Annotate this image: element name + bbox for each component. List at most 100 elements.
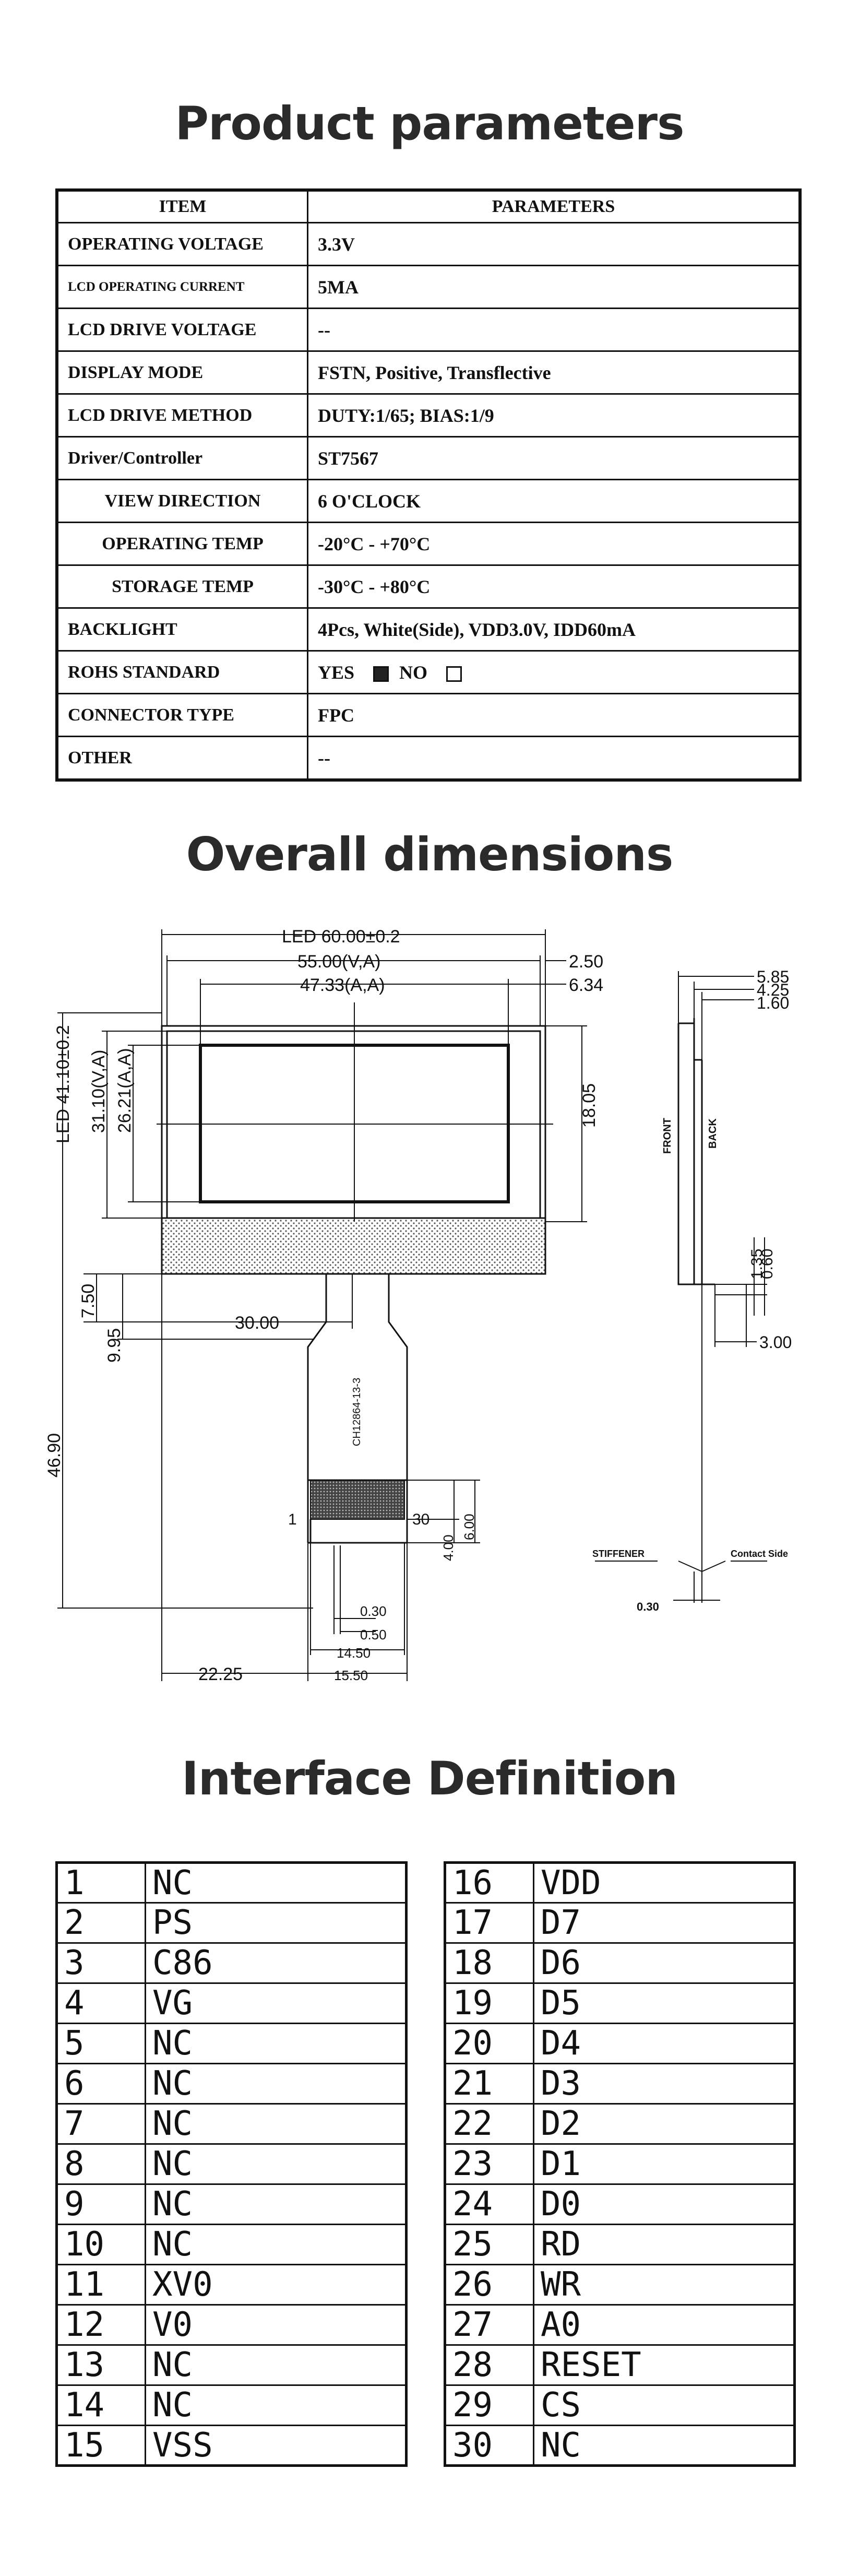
side-dim-0-30: 0.30 (637, 1600, 659, 1613)
pin-signal: D5 (533, 1982, 795, 2024)
parameters-table: ITEM PARAMETERS OPERATING VOLTAGE 3.3V L… (55, 188, 802, 782)
side-dim-1-60: 1.60 (757, 994, 789, 1012)
table-row: OTHER -- (56, 736, 801, 781)
pin-number: 23 (444, 2143, 534, 2185)
pin-signal: NC (145, 2063, 407, 2105)
params-title: Product parameters (175, 97, 685, 150)
pin-number: 30 (444, 2425, 534, 2466)
pin-signal: D3 (533, 2063, 795, 2105)
pin-number: 16 (444, 1862, 534, 1904)
pin-number: 29 (444, 2384, 534, 2426)
dim-6-00: 6.00 (461, 1514, 477, 1540)
pin-signal: WR (533, 2264, 795, 2306)
pin-signal: NC (145, 2023, 407, 2064)
dim-46-90: 46.90 (44, 1433, 64, 1478)
table-row: LCD DRIVE VOLTAGE -- (56, 308, 801, 352)
table-row: LCD DRIVE METHOD DUTY:1/65; BIAS:1/9 (56, 393, 801, 438)
pin-number: 24 (444, 2183, 534, 2225)
pin-signal: VG (145, 1982, 407, 2024)
pin-number: 9 (56, 2183, 146, 2225)
fpc-pin-30: 30 (412, 1511, 430, 1528)
pin-signal: NC (145, 2143, 407, 2185)
pin-signal: PS (145, 1902, 407, 1944)
dimension-drawing: LED 60.00±0.2 55.00(V,A) 47.33(A,A) 2.50… (44, 927, 792, 1684)
pin-number: 20 (444, 2023, 534, 2064)
side-dim-3-00: 3.00 (759, 1333, 792, 1352)
pin-number: 26 (444, 2264, 534, 2306)
pin-number: 17 (444, 1902, 534, 1944)
param-item: BACKLIGHT (56, 607, 308, 652)
pin-number: 22 (444, 2103, 534, 2145)
dim-va-width: 55.00(V,A) (297, 952, 380, 972)
side-dim-5-85: 5.85 (757, 967, 789, 986)
param-item: STORAGE TEMP (56, 564, 308, 609)
pin-number: 7 (56, 2103, 146, 2145)
param-item: OPERATING VOLTAGE (56, 222, 308, 266)
pin-signal: NC (145, 2224, 407, 2265)
pin-number: 27 (444, 2304, 534, 2346)
bezel-hatch (161, 1217, 546, 1275)
param-value: ST7567 (307, 436, 801, 480)
pin-number: 18 (444, 1942, 534, 1984)
table-row: Driver/Controller ST7567 (56, 436, 801, 480)
table-row: OPERATING VOLTAGE 3.3V (56, 222, 801, 266)
pin-signal: VDD (533, 1862, 795, 1904)
param-item: VIEW DIRECTION (56, 479, 308, 523)
pin-signal: D2 (533, 2103, 795, 2145)
header-parameters: PARAMETERS (307, 189, 801, 223)
dimensions-title: Overall dimensions (186, 828, 674, 881)
rohs-yes-label: YES (318, 661, 355, 683)
param-value: -- (307, 308, 801, 352)
dim-30-00: 30.00 (235, 1313, 279, 1333)
dim-0-30: 0.30 (360, 1603, 387, 1619)
pin-number: 10 (56, 2224, 146, 2265)
param-item: OPERATING TEMP (56, 522, 308, 566)
param-item: DISPLAY MODE (56, 350, 308, 395)
fpc-code: CH12864-13-3 (351, 1378, 363, 1446)
pin-signal: D6 (533, 1942, 795, 1984)
pin-number: 3 (56, 1942, 146, 1984)
fpc-pin-1: 1 (288, 1511, 297, 1528)
table-row: BACKLIGHT 4Pcs, White(Side), VDD3.0V, ID… (56, 607, 801, 652)
table-header-row: ITEM PARAMETERS (56, 189, 801, 223)
param-item: OTHER (56, 736, 308, 781)
param-value: DUTY:1/65; BIAS:1/9 (307, 393, 801, 438)
interface-title: Interface Definition (181, 1752, 678, 1805)
param-value: YES NO (307, 650, 801, 694)
rohs-no-label: NO (399, 661, 428, 683)
dim-2-50: 2.50 (569, 952, 603, 972)
pin-signal: XV0 (145, 2264, 407, 2306)
pin-number: 6 (56, 2063, 146, 2105)
pin-signal: RESET (533, 2344, 795, 2386)
pin-signal: NC (145, 2344, 407, 2386)
pin-signal: CS (533, 2384, 795, 2426)
param-item: LCD OPERATING CURRENT (56, 265, 308, 309)
pin-signal: NC (145, 1862, 407, 1904)
fpc-contacts (310, 1480, 405, 1520)
pin-signal: NC (145, 2183, 407, 2225)
pin-number: 2 (56, 1902, 146, 1944)
pin-signal: NC (145, 2103, 407, 2145)
param-item: CONNECTOR TYPE (56, 693, 308, 737)
param-value: 3.3V (307, 222, 801, 266)
pin-signal: D7 (533, 1902, 795, 1944)
